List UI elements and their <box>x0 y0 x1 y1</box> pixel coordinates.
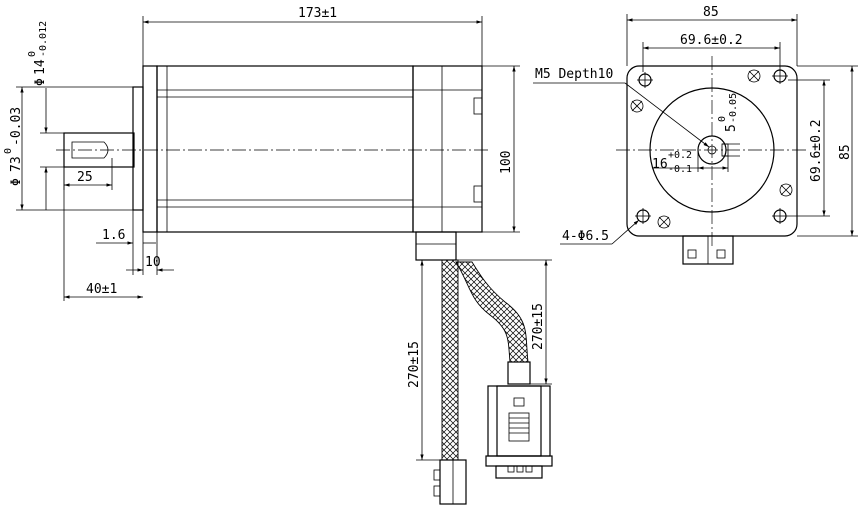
dim-hole-spacing-v: 69.6±0.2 <box>809 119 824 182</box>
dim-pilot-dia: 73 <box>9 156 24 172</box>
dim-flange-width: 10 <box>145 255 161 270</box>
shaft-key <box>71 141 109 159</box>
dim-shaft-dia: 14 <box>33 59 48 75</box>
encoder-cable <box>455 261 529 363</box>
front-flange <box>142 65 158 233</box>
side-view: 173±1 100 Φ 14 0 -0.012 Φ 73 0 -0.03 <box>3 6 553 505</box>
cable-gland <box>415 231 457 261</box>
note-tapped-hole: M5 Depth10 <box>535 67 613 82</box>
pilot-circle <box>649 87 775 213</box>
dim-hole-spacing-h: 69.6±0.2 <box>680 33 743 48</box>
encoder-connector <box>485 385 553 479</box>
dim-body-length: 173±1 <box>298 6 337 21</box>
note-mount-holes: 4-Φ6.5 <box>562 229 609 244</box>
dim-key-length: 25 <box>77 170 93 185</box>
dim-shaft-length: 40±1 <box>86 282 117 297</box>
dim-key-width-lower: -0.05 <box>728 93 739 123</box>
front-view: 85 69.6±0.2 85 69.6±0.2 M5 Depth10 4-Φ6.… <box>533 5 858 265</box>
dim-shaft-dia-lower: -0.012 <box>38 21 49 57</box>
dim-key-height: 16 <box>652 157 668 172</box>
dim-pilot-tol-lower: -0.03 <box>9 107 24 146</box>
mount-hole-br <box>772 208 788 224</box>
mount-hole-tl <box>637 72 653 88</box>
dim-shaft-dia-sym: Φ <box>33 78 48 86</box>
mount-hole-bl <box>635 208 651 224</box>
dim-pilot-tol-upper: 0 <box>3 148 14 154</box>
dim-flange-size-top: 85 <box>703 5 719 20</box>
dim-shaft-dia-upper: 0 <box>27 51 38 57</box>
dim-pilot-dia-sym: Φ <box>9 178 24 186</box>
dim-flange-size-right: 85 <box>838 144 853 160</box>
dim-key-width: 5 <box>724 124 739 132</box>
dim-key-height-lower: -0.1 <box>668 164 692 175</box>
mount-hole-tr <box>772 68 788 84</box>
power-cable <box>441 259 459 461</box>
dim-body-height: 100 <box>499 151 514 174</box>
dim-flange-thk: 1.6 <box>102 228 125 243</box>
dim-key-width-upper: 0 <box>717 116 728 122</box>
dim-cable-len-a: 270±15 <box>407 341 422 388</box>
dim-cable-len-b: 270±15 <box>531 303 546 350</box>
dim-key-height-upper: +0.2 <box>668 150 692 161</box>
